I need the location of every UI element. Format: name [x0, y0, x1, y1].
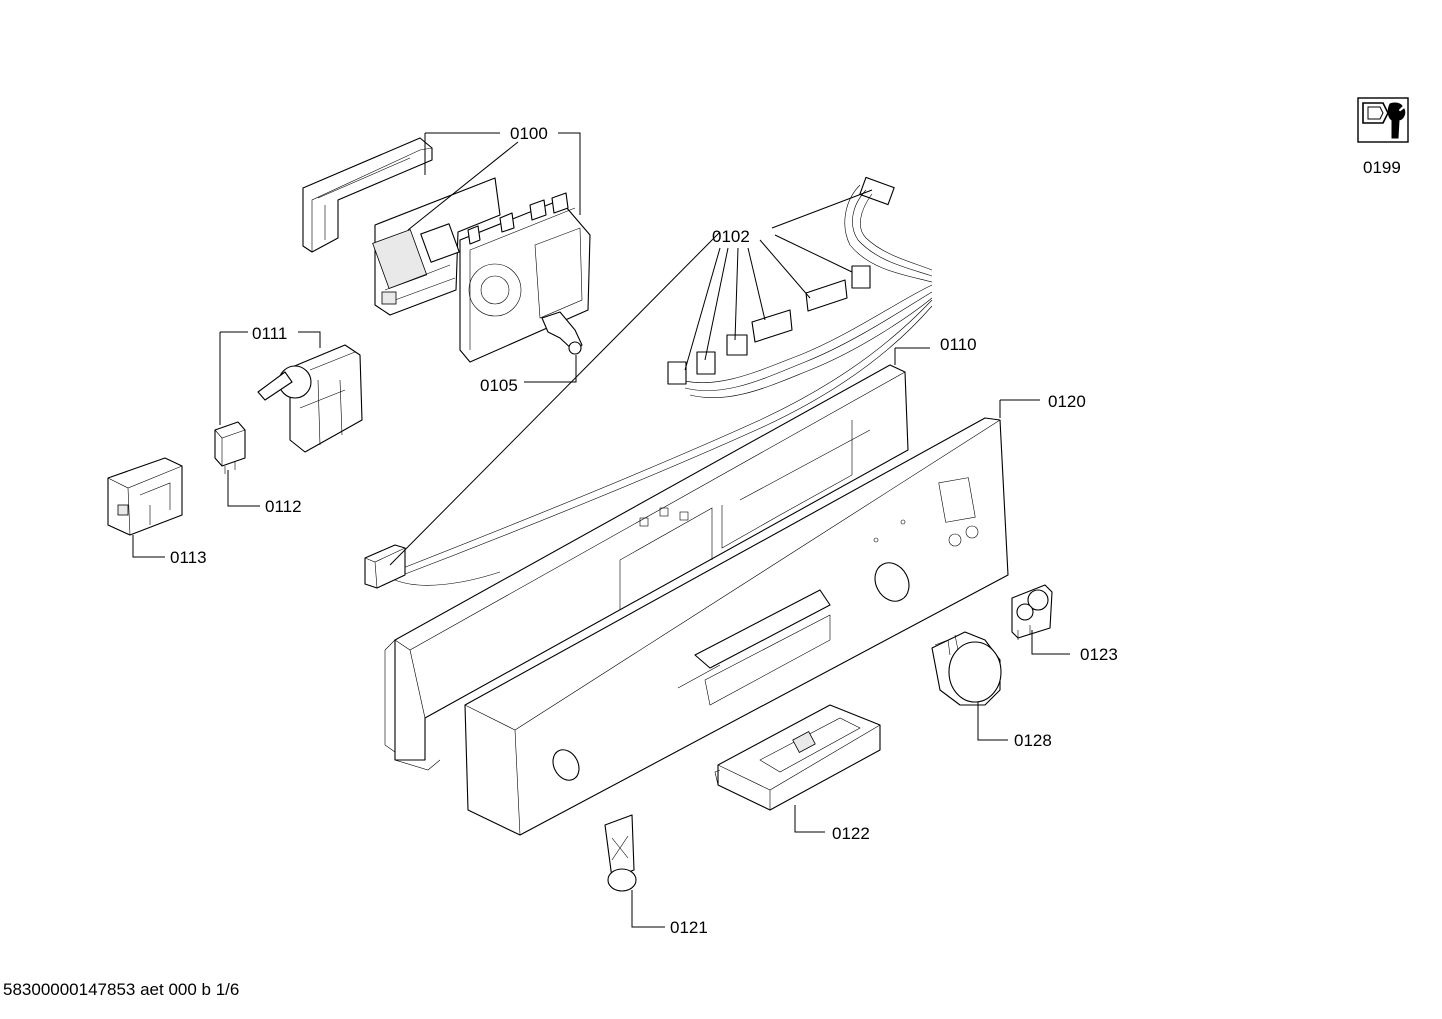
label-0123: 0123 — [1080, 645, 1118, 664]
label-0128: 0128 — [1014, 731, 1052, 750]
label-0102: 0102 — [712, 227, 750, 246]
drawing-number: 58300000147853 aet 000 b 1/6 — [3, 980, 240, 999]
label-0199: 0199 — [1363, 158, 1401, 177]
part-0110-inner-panel[interactable] — [384, 364, 909, 771]
part-0113-switch[interactable] — [107, 457, 183, 536]
label-0100: 0100 — [510, 124, 548, 143]
wrench-nut-icon[interactable] — [1357, 97, 1409, 143]
part-0102-wiring-harness[interactable] — [364, 176, 933, 589]
label-0113: 0113 — [170, 548, 207, 567]
label-0105: 0105 — [480, 376, 518, 395]
label-0122: 0122 — [832, 824, 870, 843]
label-0110: 0110 — [940, 335, 977, 354]
part-0121-button[interactable] — [604, 814, 637, 892]
part-0111-component[interactable] — [257, 344, 363, 453]
label-0112: 0112 — [265, 497, 302, 516]
part-0120-front-panel[interactable] — [464, 417, 1009, 836]
label-0121: 0121 — [670, 918, 708, 937]
part-0123-switch-pair[interactable] — [1011, 584, 1053, 640]
part-0128-knob[interactable] — [931, 631, 1002, 706]
part-0105-sensor[interactable] — [541, 311, 583, 355]
part-0112-relay[interactable] — [214, 421, 246, 474]
label-0111: 0111 — [252, 324, 287, 343]
part-0122-dispenser[interactable] — [714, 704, 881, 811]
label-0120: 0120 — [1048, 392, 1086, 411]
